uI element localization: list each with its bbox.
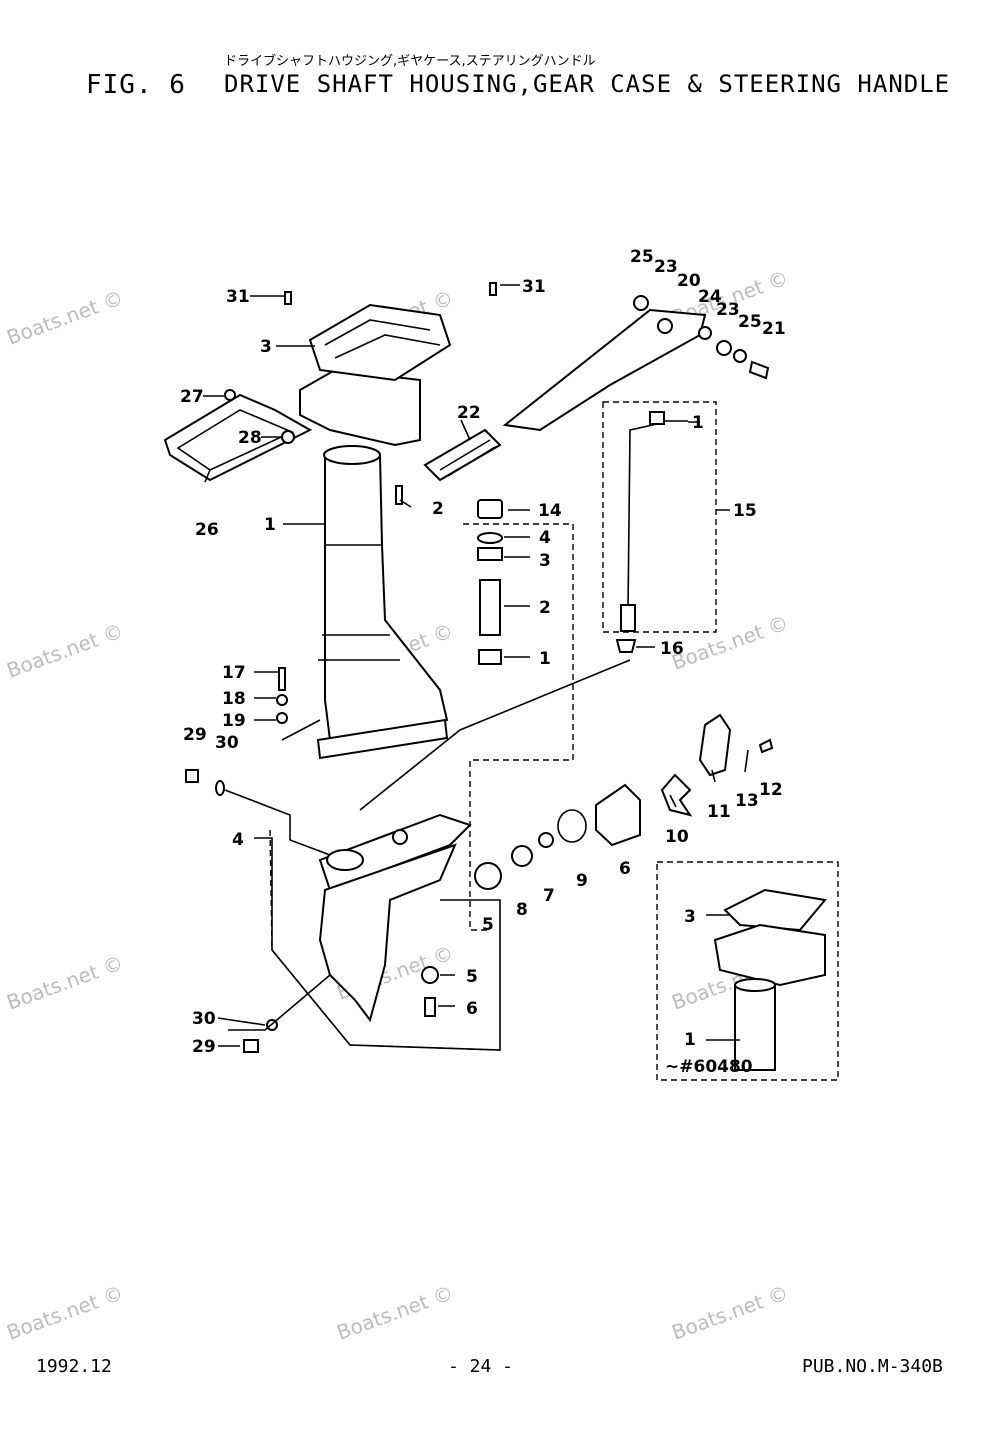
bushing-group-box bbox=[463, 523, 574, 931]
callout-29: 29 bbox=[192, 1037, 216, 1057]
callout-3: 3 bbox=[684, 907, 696, 927]
callout-16: 16 bbox=[660, 639, 684, 659]
pump-group-box bbox=[269, 829, 501, 1051]
throttle-cable bbox=[615, 411, 665, 653]
callout-31: 31 bbox=[226, 287, 250, 307]
callout-2: 2 bbox=[432, 499, 444, 519]
callout-26: 26 bbox=[195, 520, 219, 540]
callout-12: 12 bbox=[759, 780, 783, 800]
figure-label: FIG. 6 bbox=[86, 70, 186, 100]
callout-1: 1 bbox=[539, 649, 551, 669]
page-title: DRIVE SHAFT HOUSING,GEAR CASE & STEERING… bbox=[224, 70, 951, 98]
footer-date: 1992.12 bbox=[36, 1356, 112, 1377]
callout-28: 28 bbox=[238, 428, 262, 448]
bushing-stack bbox=[477, 499, 503, 665]
watermark: Boats.net © bbox=[669, 610, 792, 674]
watermark: Boats.net © bbox=[4, 618, 127, 682]
footer-page-number: - 24 - bbox=[448, 1356, 514, 1377]
callout-3: 3 bbox=[260, 337, 272, 357]
inset-drawing bbox=[713, 888, 827, 1071]
callout-9: 9 bbox=[576, 871, 588, 891]
callout-17: 17 bbox=[222, 663, 246, 683]
callout-4: 4 bbox=[539, 528, 551, 548]
callout-21: 21 bbox=[762, 319, 786, 339]
callout-18: 18 bbox=[222, 689, 246, 709]
inset-serial-note: ~#60480 bbox=[665, 1057, 753, 1077]
callout-25: 25 bbox=[630, 247, 654, 267]
top-bracket bbox=[299, 303, 452, 447]
callout-13: 13 bbox=[735, 791, 759, 811]
footer-publication-number: PUB.NO.M-340B bbox=[802, 1356, 943, 1377]
callout-30: 30 bbox=[215, 733, 239, 753]
fasteners bbox=[185, 282, 497, 1053]
callouts: 31 31 3 27 28 26 1 2 22 25 23 20 24 23 2… bbox=[180, 247, 786, 1077]
callout-25: 25 bbox=[738, 312, 762, 332]
callout-6: 6 bbox=[466, 999, 478, 1019]
callout-5: 5 bbox=[482, 915, 494, 935]
callout-30: 30 bbox=[192, 1009, 216, 1029]
steering-handle bbox=[423, 295, 770, 482]
water-pump bbox=[474, 713, 774, 890]
watermark: Boats.net © bbox=[4, 950, 127, 1014]
callout-7: 7 bbox=[543, 886, 555, 906]
callout-31: 31 bbox=[522, 277, 546, 297]
watermark: Boats.net © bbox=[334, 1280, 457, 1344]
callout-8: 8 bbox=[516, 900, 528, 920]
callout-2: 2 bbox=[539, 598, 551, 618]
watermark: Boats.net © bbox=[4, 285, 127, 349]
callout-1: 1 bbox=[264, 515, 276, 535]
callout-14: 14 bbox=[538, 501, 562, 521]
japanese-title: ドライブシャフトハウジング,ギヤケース,ステアリングハンドル bbox=[224, 54, 596, 69]
callout-15: 15 bbox=[733, 501, 757, 521]
drive-shaft-housing bbox=[316, 445, 449, 760]
callout-11: 11 bbox=[707, 802, 731, 822]
callout-1: 1 bbox=[684, 1030, 696, 1050]
callout-6: 6 bbox=[619, 859, 631, 879]
watermark: Boats.net © bbox=[4, 1280, 127, 1344]
callout-29: 29 bbox=[183, 725, 207, 745]
callout-5: 5 bbox=[466, 967, 478, 987]
callout-10: 10 bbox=[665, 827, 689, 847]
callout-27: 27 bbox=[180, 387, 204, 407]
callout-24: 24 bbox=[698, 287, 722, 307]
callout-1: 1 bbox=[692, 413, 704, 433]
inset-box bbox=[656, 861, 839, 1081]
callout-22: 22 bbox=[457, 403, 481, 423]
callout-23: 23 bbox=[716, 300, 740, 320]
callout-23: 23 bbox=[654, 257, 678, 277]
cable-group-box bbox=[602, 401, 717, 633]
callout-3: 3 bbox=[539, 551, 551, 571]
gear-case bbox=[318, 813, 472, 1023]
watermark: Boats.net © bbox=[669, 1280, 792, 1344]
callout-4: 4 bbox=[232, 830, 244, 850]
callout-19: 19 bbox=[222, 711, 246, 731]
callout-20: 20 bbox=[677, 271, 701, 291]
